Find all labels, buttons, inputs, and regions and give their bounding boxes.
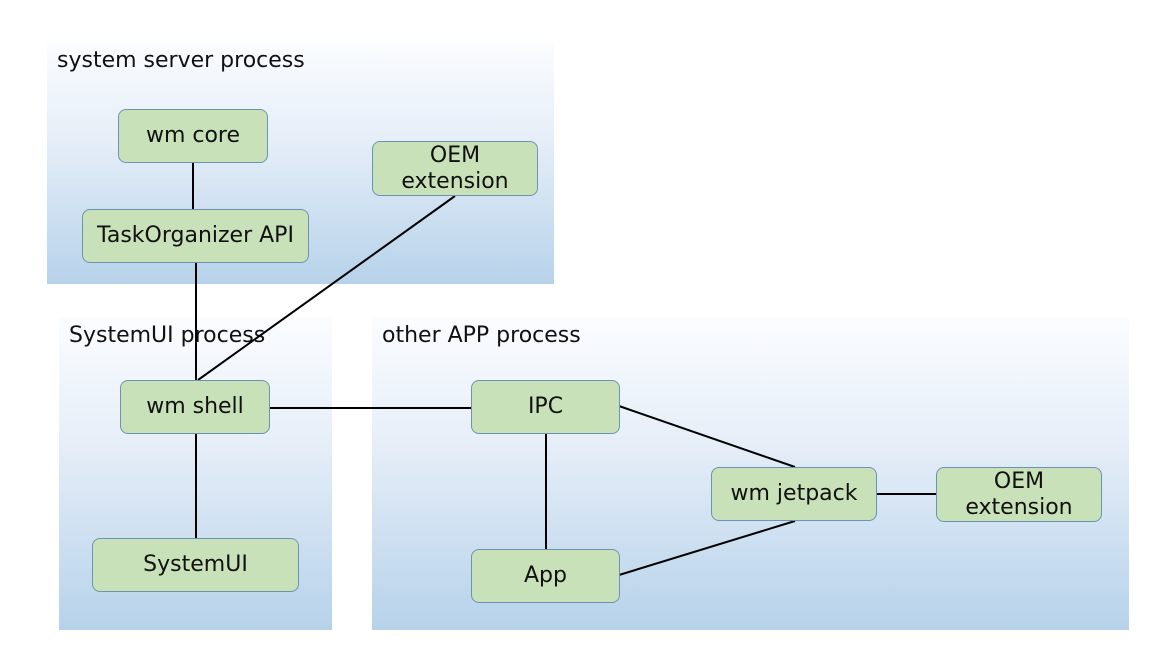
systemui-label: SystemUI [143,552,248,577]
oem-extension-server-label: OEM extension [401,142,509,194]
system-server-process-title: system server process [57,48,305,73]
oem-extension-app-node: OEM extension [936,467,1102,522]
wm-core-node: wm core [118,109,268,163]
oem-extension-app-label: OEM extension [965,468,1073,520]
wm-jetpack-label: wm jetpack [730,481,858,506]
app-label: App [524,563,567,588]
systemui-process-title: SystemUI process [69,323,266,348]
ipc-node: IPC [471,380,620,434]
task-organizer-api-label: TaskOrganizer API [97,223,294,248]
wm-shell-node: wm shell [120,380,270,434]
wm-shell-label: wm shell [146,394,244,419]
link-oem-server-wm-shell [197,195,456,381]
oem-extension-server-node: OEM extension [372,141,538,196]
wm-core-label: wm core [145,123,241,148]
task-organizer-api-node: TaskOrganizer API [82,209,309,263]
app-node: App [471,549,620,603]
link-app-wm-jetpack [618,520,796,576]
link-ipc-wm-jetpack [618,405,796,468]
other-app-process-title: other APP process [382,323,581,348]
ipc-label: IPC [527,394,564,419]
wm-jetpack-node: wm jetpack [711,467,877,521]
systemui-node: SystemUI [92,538,299,592]
